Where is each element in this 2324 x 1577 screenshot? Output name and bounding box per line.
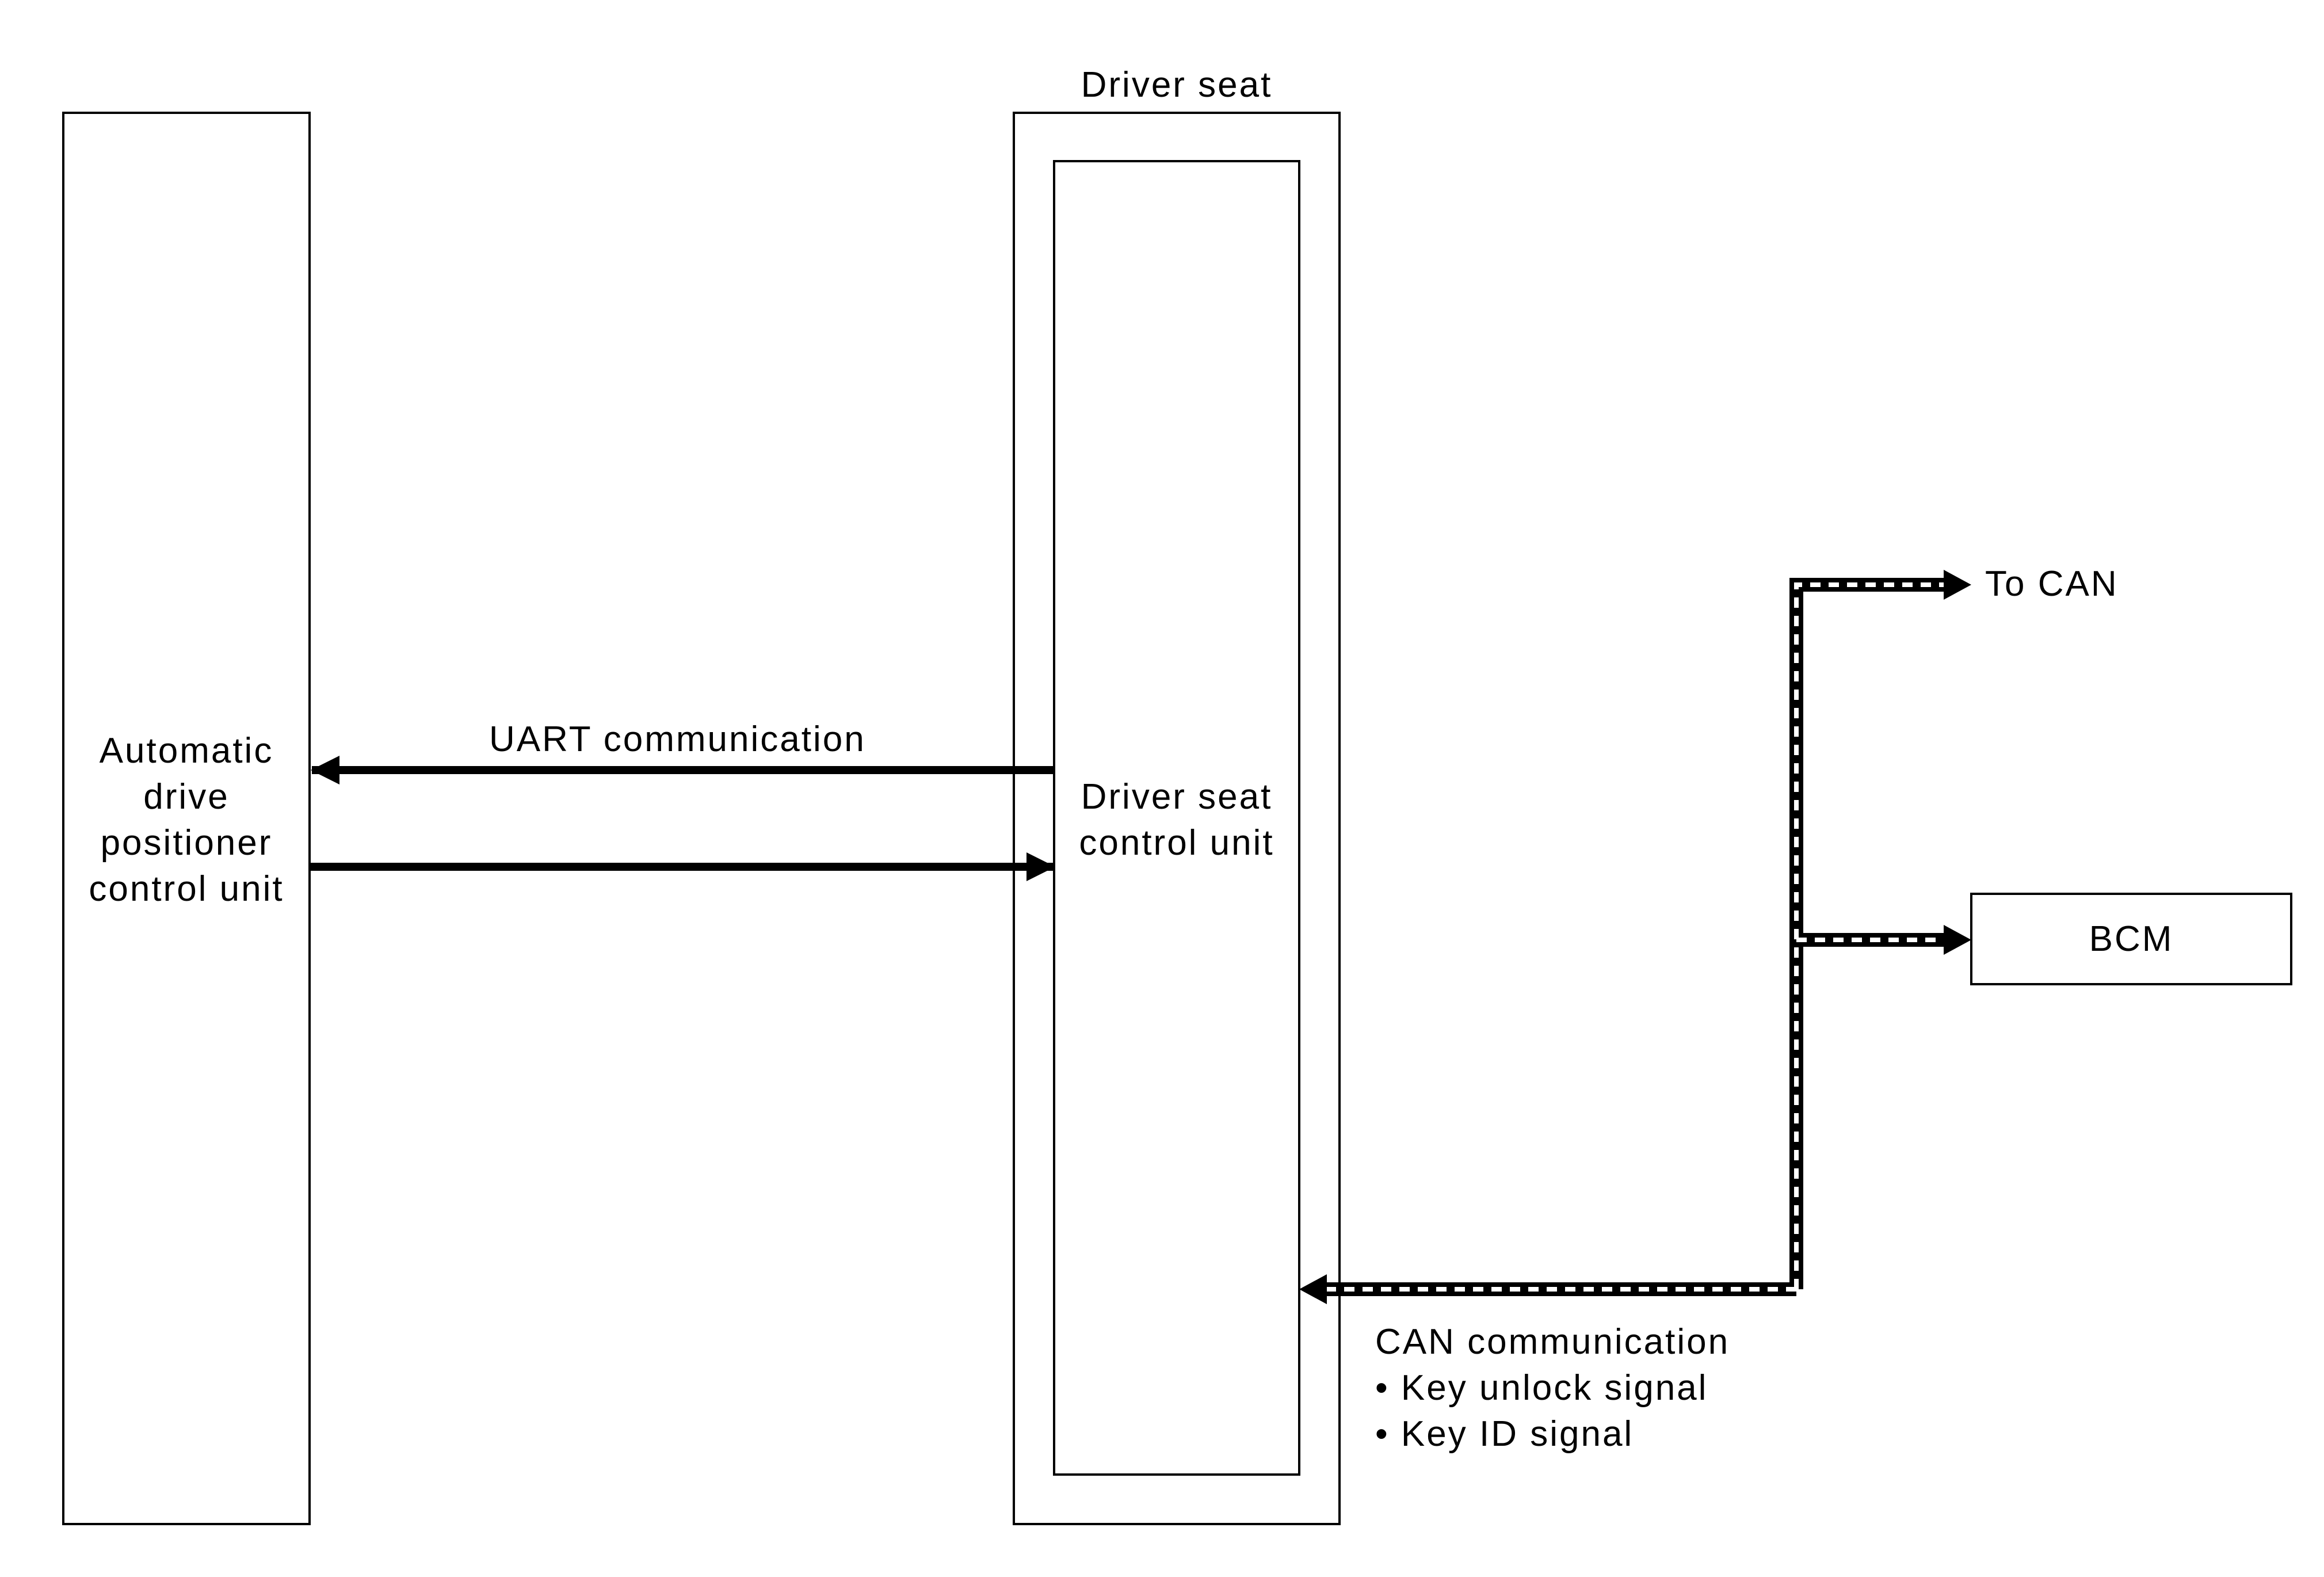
seat-unit-label-line-2: control unit: [1079, 823, 1274, 863]
driver-seat-label: Driver seat: [1081, 65, 1273, 105]
adp-control-unit-box: [62, 112, 311, 1525]
adp-label-line-1: Automatic: [99, 731, 274, 771]
bcm-box: [1970, 893, 2292, 985]
can-signal-item: • Key ID signal: [1375, 1414, 1634, 1454]
adp-label-line-4: control unit: [89, 869, 284, 909]
adp-label-line-2: drive: [143, 777, 230, 817]
can-to-seat-arrowhead: [1299, 1274, 1327, 1304]
adp-control-unit-label: Automatic drive positioner control unit: [63, 728, 310, 912]
uart-label: UART communication: [489, 719, 866, 759]
can-bus-stripe: [1794, 582, 1945, 1289]
seat-control-unit-label: Driver seat control unit: [1054, 774, 1299, 866]
to-can-arrowhead: [1944, 570, 1971, 600]
bcm-arrowhead: [1944, 925, 1971, 955]
can-signal-item: • Key unlock signal: [1375, 1368, 1708, 1408]
adp-label-line-3: positioner: [100, 823, 273, 863]
seat-unit-label-line-1: Driver seat: [1081, 777, 1273, 817]
can-communication-block: CAN communication • Key unlock signal • …: [1375, 1319, 1730, 1457]
driver-seat-box: [1013, 112, 1341, 1525]
can-communication-label: CAN communication: [1375, 1322, 1730, 1362]
seat-control-unit-box: [1053, 160, 1300, 1476]
to-can-label: To CAN: [1985, 564, 2119, 604]
bcm-label: BCM: [2089, 919, 2174, 959]
